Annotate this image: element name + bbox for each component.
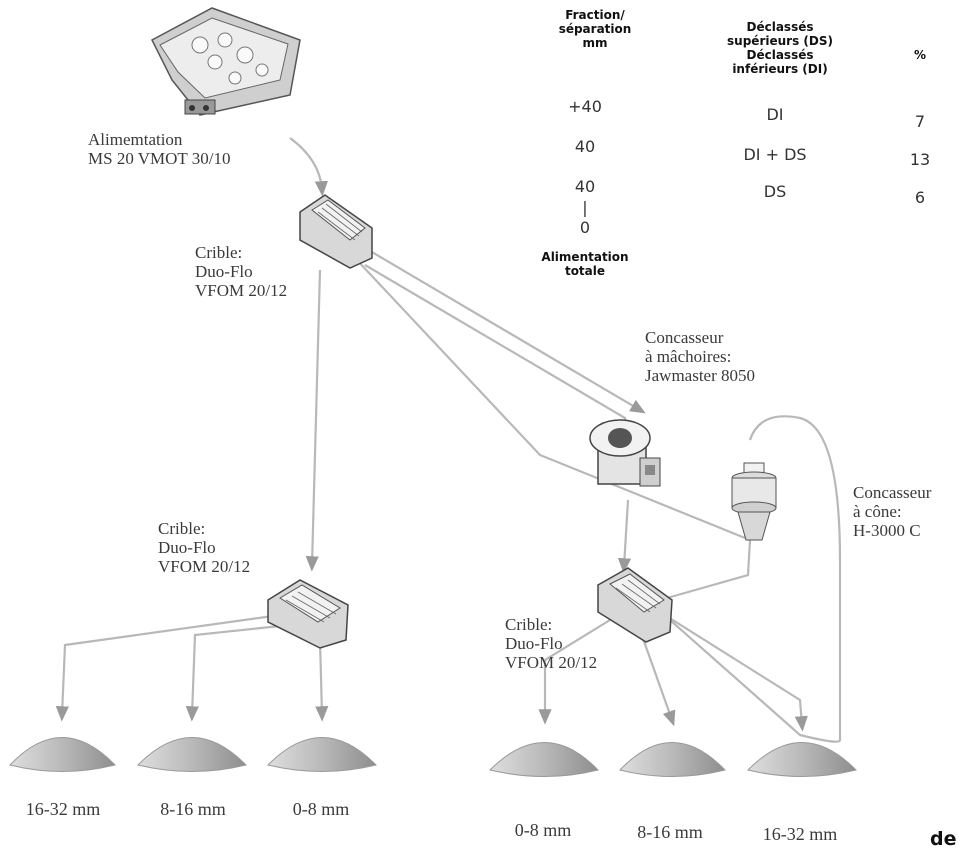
table-header-fraction: Fraction/ séparation mm (558, 8, 632, 50)
table-row-3-fraction: 40 (574, 177, 596, 196)
stockpile-5-icon (619, 742, 726, 777)
table-row-3-class: DS (763, 182, 787, 201)
table-header-pct: % (913, 48, 927, 62)
table-row-2-class: DI + DS (743, 145, 807, 164)
table-footer: Alimentation totale (541, 250, 629, 278)
corner-text: de (930, 828, 957, 850)
jaw-crusher-icon (589, 419, 661, 487)
table-row-2-fraction: 40 (574, 137, 596, 156)
table-row-1-fraction: +40 (568, 97, 602, 116)
screen-2-label: Crible: Duo-Flo VFOM 20/12 (158, 519, 251, 576)
table-header-class: Déclassés supérieurs (DS) Déclassés infé… (727, 20, 833, 76)
cone-crusher-icon (731, 462, 777, 541)
screen-3-icon (597, 567, 673, 643)
feeder-label: Alimemtation MS 20 VMOT 30/10 (88, 130, 231, 168)
table-row-2-pct: 13 (909, 150, 931, 169)
stockpiles (9, 737, 857, 777)
screen-3-label: Crible: Duo-Flo VFOM 20/12 (505, 615, 598, 672)
stockpile-2-icon (137, 737, 247, 772)
table-range-zero: 0 (579, 218, 591, 237)
feeder-icon (151, 7, 301, 116)
pile-label-5: 8-16 mm (637, 822, 703, 842)
pile-label-2: 8-16 mm (160, 799, 226, 819)
stockpile-4-icon (489, 742, 599, 777)
screen-2-icon (267, 579, 349, 649)
stockpile-3-icon (267, 737, 377, 772)
table-range-bar: | (582, 198, 588, 217)
screen-1-icon (299, 194, 373, 269)
pile-label-3: 0-8 mm (292, 799, 350, 819)
table-row-1-pct: 7 (914, 112, 926, 131)
cone-crusher-label: Concasseur à cône: H-3000 C (853, 483, 932, 540)
stockpile-1-icon (9, 737, 116, 772)
pile-label-1: 16-32 mm (25, 799, 101, 819)
jaw-crusher-label: Concasseur à mâchoires: Jawmaster 8050 (645, 328, 756, 385)
conveyor-lines (55, 137, 842, 743)
screen-1-label: Crible: Duo-Flo VFOM 20/12 (195, 243, 288, 300)
table-row-3-pct: 6 (914, 188, 926, 207)
pile-label-6: 16-32 mm (762, 824, 838, 844)
table-row-1-class: DI (766, 105, 784, 124)
stockpile-6-icon (747, 742, 857, 777)
pile-label-4: 0-8 mm (514, 820, 572, 840)
